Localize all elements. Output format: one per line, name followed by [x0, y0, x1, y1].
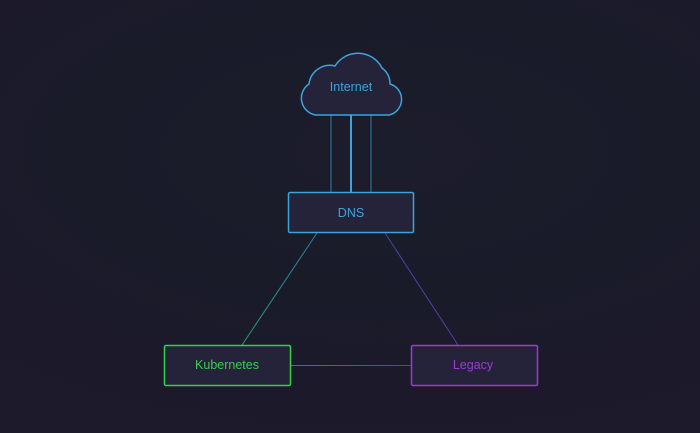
legacy-node: Legacy — [410, 344, 539, 387]
kubernetes-node: Kubernetes — [163, 344, 292, 387]
link-dns-kubernetes — [241, 232, 318, 346]
link-dns-legacy — [384, 232, 459, 346]
dns-label: DNS — [338, 206, 364, 220]
legacy-label: Legacy — [453, 358, 494, 372]
internet-label: Internet — [330, 80, 373, 94]
kubernetes-label: Kubernetes — [195, 358, 259, 372]
connections — [241, 115, 459, 366]
internet-node: Internet — [300, 52, 403, 116]
cloud-icon — [300, 52, 403, 116]
kubernetes-box — [163, 344, 292, 387]
dns-box — [287, 191, 415, 234]
dns-node: DNS — [287, 191, 415, 234]
legacy-box — [410, 344, 539, 387]
